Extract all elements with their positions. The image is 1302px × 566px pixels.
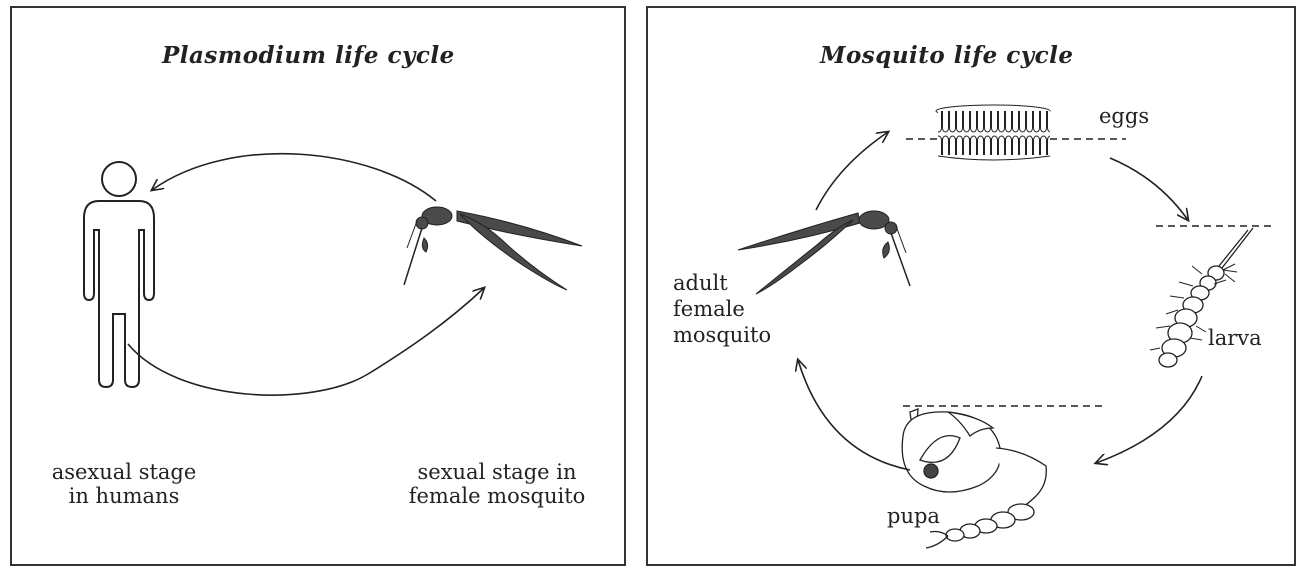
arrow-pupa-to-adult: [798, 360, 910, 470]
arrow-eggs-to-larva: [1110, 158, 1188, 220]
adult-female-mosquito-label: adult female mosquito: [673, 270, 771, 348]
larva-label: larva: [1208, 326, 1262, 350]
asexual-stage-label: asexual stage in humans: [34, 460, 214, 508]
sexual-stage-label: sexual stage in female mosquito: [382, 460, 612, 508]
plasmodium-life-cycle-panel: Plasmodium life cycle asexual stage i: [10, 6, 626, 566]
sexual-stage-line-2: female mosquito: [382, 484, 612, 508]
asexual-stage-line-2: in humans: [34, 484, 214, 508]
adult-label-line-2: female: [673, 296, 771, 322]
adult-label-line-1: adult: [673, 270, 771, 296]
arrow-mosquito-to-human: [152, 154, 436, 201]
egg-raft-icon: [936, 105, 1050, 160]
arrow-larva-to-pupa: [1096, 376, 1202, 463]
sexual-stage-line-1: sexual stage in: [382, 460, 612, 484]
arrow-human-to-mosquito: [128, 288, 484, 395]
mosquito-life-cycle-panel: Mosquito life cycle: [646, 6, 1296, 566]
asexual-stage-line-1: asexual stage: [34, 460, 214, 484]
eggs-label: eggs: [1099, 104, 1149, 128]
mosquito-icon: [404, 207, 582, 290]
arrow-adult-to-eggs: [816, 132, 888, 210]
adult-label-line-3: mosquito: [673, 322, 771, 348]
pupa-label: pupa: [887, 504, 940, 528]
human-icon: [84, 162, 154, 387]
